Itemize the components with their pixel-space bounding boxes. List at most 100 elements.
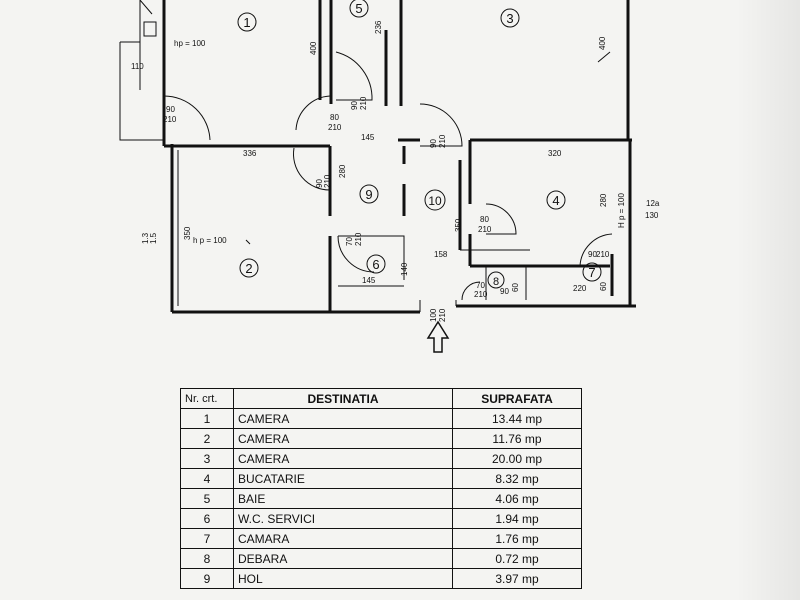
dim-400-right: 400 — [598, 36, 607, 50]
room-3-number: 3 — [506, 11, 513, 26]
dim-210-room3: 210 — [438, 134, 447, 148]
row-destination: CAMERA — [233, 428, 453, 449]
dim-210-entrance: 210 — [438, 308, 447, 322]
scan-mark — [245, 51, 611, 245]
side-note-left-top: 1.3 — [141, 232, 150, 244]
table-row: 3 CAMERA 20.00 mp — [180, 448, 582, 469]
table-row: 4 BUCATARIE 8.32 mp — [180, 468, 582, 489]
plan-doors — [163, 51, 613, 301]
dim-80-kitchen: 80 — [480, 215, 489, 224]
dim-80-door: 80 — [330, 113, 339, 122]
row-area: 20.00 mp — [452, 448, 582, 469]
dim-210-pantry: 210 — [596, 250, 610, 259]
side-note-left-bot: 1.5 — [149, 232, 158, 244]
room-6-marker — [366, 254, 386, 274]
row-nr: 6 — [180, 508, 234, 529]
row-destination: CAMERA — [233, 408, 453, 429]
entrance-arrow-icon — [426, 320, 450, 353]
room-2-number: 2 — [245, 261, 252, 276]
row-nr: 2 — [180, 428, 234, 449]
room-2-marker — [239, 258, 259, 278]
dim-90-room2: 90 — [315, 179, 324, 188]
row-area: 3.97 mp — [452, 568, 582, 589]
room-9-number: 9 — [365, 187, 372, 202]
room-labels: 1 2 3 4 5 6 7 8 9 10 — [237, 0, 602, 289]
row-nr: 1 — [180, 408, 234, 429]
room-6-number: 6 — [372, 257, 379, 272]
row-area: 1.94 mp — [452, 508, 582, 529]
room-5-marker — [349, 0, 369, 18]
dim-220: 220 — [573, 284, 587, 293]
dim-balcony-door-w: 90 — [166, 105, 175, 114]
dim-100-entrance: 100 — [429, 308, 438, 322]
room-legend-table: Nr. crt. DESTINATIA SUPRAFATA 1 CAMERA 1… — [180, 388, 582, 589]
dim-90-room3: 90 — [429, 139, 438, 148]
floor-plan: 1 2 3 4 5 6 7 8 9 10 hp = 100 110 90 210… — [119, 0, 660, 353]
dim-210-storage: 210 — [474, 290, 488, 299]
table-row: 9 HOL 3.97 mp — [180, 568, 582, 589]
row-nr: 9 — [180, 568, 234, 589]
dim-210-kitchen: 210 — [478, 225, 492, 234]
table-row: 2 CAMERA 11.76 mp — [180, 428, 582, 449]
row-destination: BUCATARIE — [233, 468, 453, 489]
row-destination: DEBARA — [233, 548, 453, 569]
dim-210-room2: 210 — [323, 174, 332, 188]
legend-header-area: SUPRAFATA — [452, 388, 582, 409]
room-10-marker — [424, 189, 446, 211]
row-area: 8.32 mp — [452, 468, 582, 489]
plan-walls — [119, 0, 636, 314]
row-nr: 8 — [180, 548, 234, 569]
dim-236: 236 — [374, 20, 383, 34]
row-destination: CAMERA — [233, 448, 453, 469]
row-area: 4.06 mp — [452, 488, 582, 509]
room-8-number: 8 — [493, 276, 499, 288]
dim-145-bottom: 145 — [362, 276, 376, 285]
legend-header-dest: DESTINATIA — [233, 388, 453, 409]
dim-70-wc: 70 — [345, 237, 354, 246]
dim-hp100-right: H p = 100 — [617, 193, 626, 228]
row-nr: 5 — [180, 488, 234, 509]
row-area: 11.76 mp — [452, 428, 582, 449]
side-note-right-bot: 130 — [645, 211, 659, 220]
row-area: 0.72 mp — [452, 548, 582, 569]
row-destination: CAMARA — [233, 528, 453, 549]
table-row: 1 CAMERA 13.44 mp — [180, 408, 582, 429]
dim-145-top: 145 — [361, 133, 375, 142]
row-destination: BAIE — [233, 488, 453, 509]
dim-hp100-top: hp = 100 — [174, 39, 206, 48]
room-4-marker — [546, 190, 566, 210]
dim-350-left: 350 — [183, 226, 192, 240]
legend-header-nr: Nr. crt. — [180, 388, 234, 409]
dim-110: 110 — [131, 62, 144, 71]
row-nr: 7 — [180, 528, 234, 549]
room-4-number: 4 — [552, 193, 559, 208]
dim-280-mid: 280 — [338, 164, 347, 178]
dim-400-left: 400 — [309, 41, 318, 55]
dim-60: 60 — [599, 282, 608, 291]
dim-158: 158 — [434, 250, 448, 259]
dim-90-pantry: 90 — [588, 250, 597, 259]
room-10-number: 10 — [428, 194, 442, 208]
dim-hp100-left: h p = 100 — [193, 236, 227, 245]
dim-60-storage: 60 — [511, 283, 520, 292]
room-9-marker — [359, 184, 379, 204]
room-1-marker — [237, 12, 257, 32]
dim-210-wc: 210 — [354, 232, 363, 246]
dim-280-right: 280 — [599, 193, 608, 207]
dim-90-storage: 90 — [500, 287, 509, 296]
room-8-marker — [487, 271, 505, 289]
legend-header-row: Nr. crt. DESTINATIA SUPRAFATA — [180, 388, 582, 409]
row-nr: 4 — [180, 468, 234, 489]
dim-90-bath: 90 — [350, 101, 359, 110]
dim-320: 320 — [548, 149, 562, 158]
table-row: 5 BAIE 4.06 mp — [180, 488, 582, 509]
room-1-number: 1 — [243, 15, 250, 30]
table-row: 8 DEBARA 0.72 mp — [180, 548, 582, 569]
dimension-labels: hp = 100 110 90 210 400 236 400 80 210 9… — [131, 20, 660, 322]
table-row: 7 CAMARA 1.76 mp — [180, 528, 582, 549]
room-3-marker — [500, 8, 520, 28]
dim-336: 336 — [243, 149, 257, 158]
side-note-right-top: 12a — [646, 199, 660, 208]
room-5-number: 5 — [355, 1, 362, 16]
table-row: 6 W.C. SERVICI 1.94 mp — [180, 508, 582, 529]
